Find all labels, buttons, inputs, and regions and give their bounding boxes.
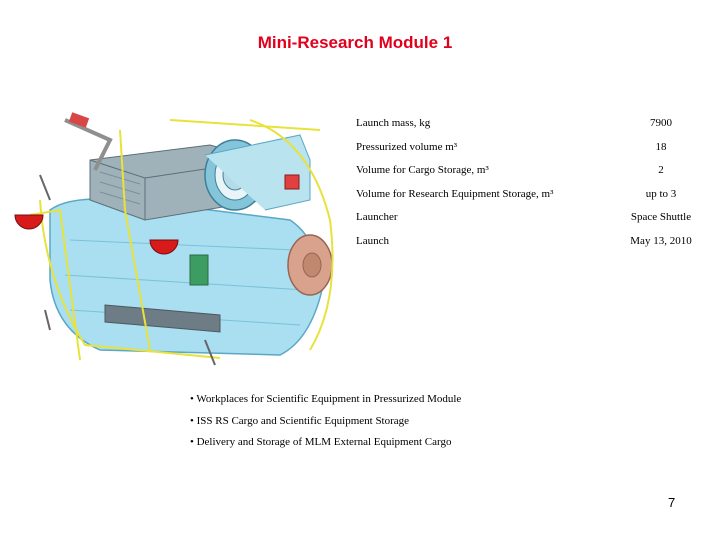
spec-row: Volume for Research Equipment Storage, m… — [356, 188, 706, 212]
docking-port — [204, 134, 311, 211]
spec-value: 7900 — [650, 117, 672, 129]
spec-value: Space Shuttle — [630, 211, 692, 223]
robotic-arm — [64, 112, 113, 171]
slide-title: Mini-Research Module 1 — [257, 33, 453, 52]
red-shield-right — [149, 239, 179, 255]
spec-label: Volume for Research Equipment Storage, m… — [356, 187, 554, 200]
spec-label: Volume for Cargo Storage, m³ — [356, 164, 489, 176]
feature-item: • Delivery and Storage of MLM External E… — [190, 436, 452, 448]
red-shield-left — [14, 214, 44, 230]
feature-item: • ISS RS Cargo and Scientific Equipment … — [190, 414, 410, 427]
spec-table: Launch mass, kg 7900 Pressurized volume … — [356, 117, 706, 258]
spec-row: Launch May 13, 2010 — [356, 235, 706, 259]
spec-label: Launcher — [356, 211, 398, 223]
feature-list: • Workplaces for Scientific Equipment in… — [190, 393, 461, 458]
page-number: 7 — [668, 495, 676, 510]
support-struts — [39, 174, 216, 366]
spec-value: May 13, 2010 — [630, 234, 692, 247]
end-hatch-center — [302, 252, 322, 278]
spec-row: Launch mass, kg 7900 — [356, 117, 706, 141]
spec-value: up to 3 — [645, 187, 677, 200]
feature-item: • Workplaces for Scientific Equipment in… — [190, 393, 462, 405]
yellow-frame — [29, 119, 334, 361]
module-body — [49, 198, 323, 356]
spec-value: 18 — [655, 140, 667, 153]
spec-value: 2 — [658, 164, 664, 176]
mrm1-module-illustration — [14, 112, 334, 366]
spec-row: Launcher Space Shuttle — [356, 211, 706, 235]
spec-label: Launch — [356, 234, 389, 247]
spec-label: Pressurized volume m³ — [356, 140, 458, 153]
red-unit — [284, 174, 300, 190]
instrument-box — [189, 254, 209, 286]
spec-row: Volume for Cargo Storage, m³ 2 — [356, 164, 706, 188]
spec-row: Pressurized volume m³ 18 — [356, 141, 706, 165]
spec-label: Launch mass, kg — [356, 117, 431, 129]
